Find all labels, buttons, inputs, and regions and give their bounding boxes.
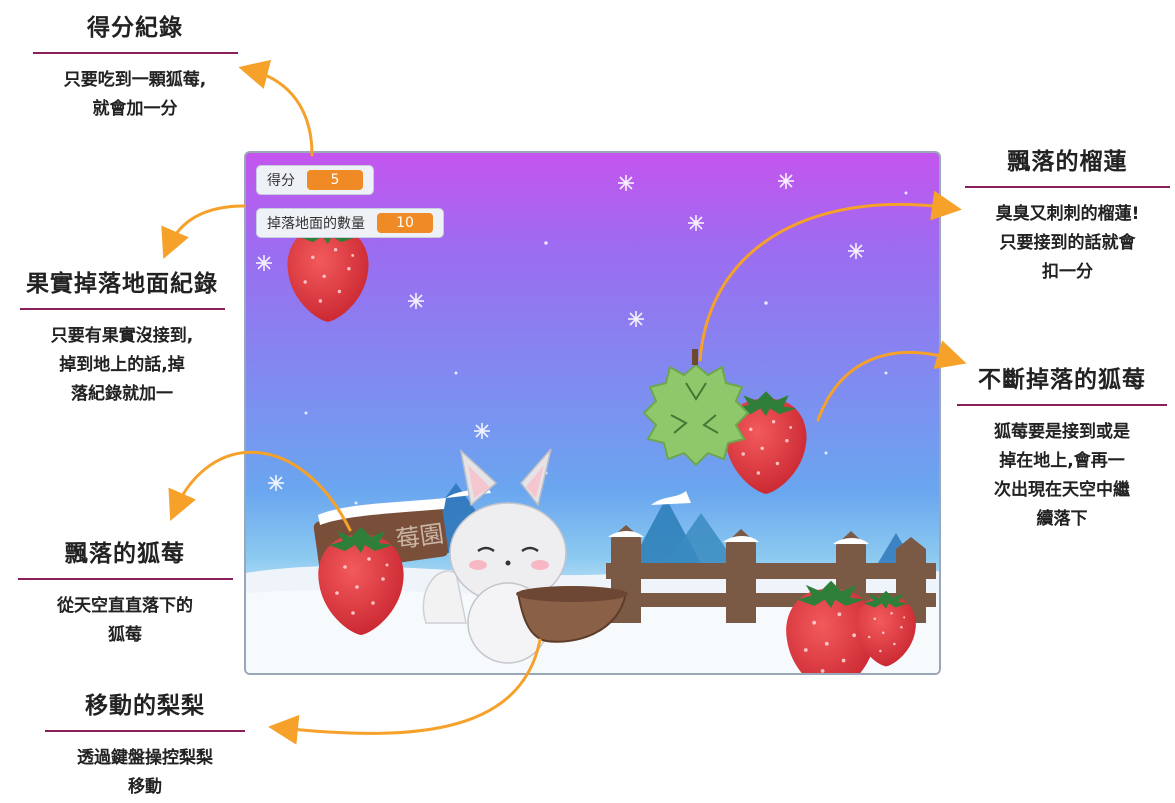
heading-ground-record: 果實掉落地面紀錄 [26, 271, 218, 297]
arrow-lili [268, 638, 542, 745]
fallen-count-label: 掉落地面的數量 [267, 216, 365, 232]
fallen-count-monitor: 掉落地面的數量 10 [256, 208, 444, 238]
arrow-durian [698, 190, 962, 362]
divider [32, 52, 238, 54]
description-ground-record: 只要有果實沒接到, 掉到地上的話,掉 落紀錄就加一 [50, 326, 194, 404]
divider [19, 308, 225, 310]
annotation-floating-durian: 飄落的榴蓮 臭臭又刺刺的榴蓮! 只要接到的話就會 扣一分 [960, 142, 1175, 287]
arrow-strawberry-right [816, 340, 967, 422]
annotation-floating-strawberry: 飄落的狐莓 從天空直直落下的 狐莓 [10, 534, 240, 650]
durian-icon [642, 349, 750, 467]
annotation-ground-record: 果實掉落地面紀錄 只要有果實沒接到, 掉到地上的話,掉 落紀錄就加一 [2, 264, 242, 409]
divider [45, 730, 245, 732]
divider [17, 578, 233, 580]
description-floating-durian: 臭臭又刺刺的榴蓮! 只要接到的話就會 扣一分 [995, 204, 1140, 282]
fox-icon[interactable] [422, 448, 567, 664]
sign-text: 莓園 [394, 519, 445, 553]
description-floating-strawberry: 從天空直直落下的 狐莓 [57, 596, 193, 645]
description-moving-lili: 透過鍵盤操控梨梨 移動 [77, 748, 213, 797]
score-monitor: 得分 5 [256, 165, 374, 195]
annotation-endless-strawberry: 不斷掉落的狐莓 狐莓要是接到或是 掉在地上,會再一 次出現在天空中繼 續落下 [952, 360, 1172, 534]
divider [965, 186, 1170, 188]
basket-icon[interactable] [516, 586, 628, 643]
description-score-record: 只要吃到一顆狐莓, 就會加一分 [63, 70, 207, 119]
heading-floating-durian: 飄落的榴蓮 [1007, 149, 1128, 175]
description-endless-strawberry: 狐莓要是接到或是 掉在地上,會再一 次出現在天空中繼 續落下 [994, 422, 1130, 529]
stage-scene: 莓園 [246, 172, 939, 673]
score-value: 5 [307, 170, 363, 190]
heading-score-record: 得分紀錄 [87, 15, 183, 41]
heading-endless-strawberry: 不斷掉落的狐莓 [978, 367, 1146, 393]
fallen-count-value: 10 [377, 213, 433, 233]
game-stage[interactable]: 莓園 [244, 151, 941, 675]
heading-floating-strawberry: 飄落的狐莓 [65, 541, 185, 567]
heading-moving-lili: 移動的梨梨 [85, 693, 205, 719]
score-label: 得分 [267, 173, 295, 189]
arrow-ground [161, 204, 246, 260]
arrow-score [238, 59, 314, 157]
divider [957, 404, 1167, 406]
arrow-strawberry-left [168, 450, 352, 532]
annotation-moving-lili: 移動的梨梨 透過鍵盤操控梨梨 移動 [30, 686, 260, 802]
annotation-score-record: 得分紀錄 只要吃到一顆狐莓, 就會加一分 [20, 8, 250, 124]
